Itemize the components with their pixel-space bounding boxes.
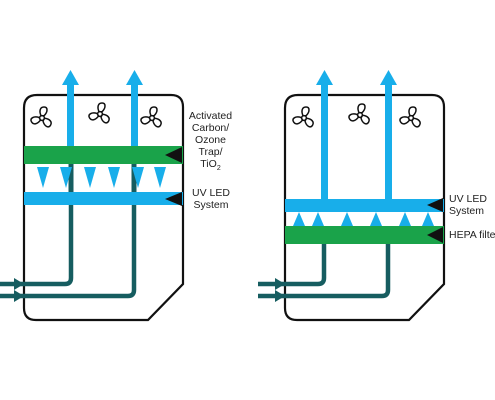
left-carbon-filter-band: [24, 146, 183, 164]
left-exhaust-shaft-1: [67, 83, 74, 146]
left-airflow-arrow: [84, 167, 96, 188]
left-carbon-pointer-icon: [165, 147, 182, 163]
fan-icon: [29, 106, 54, 129]
right-unit: [258, 70, 446, 322]
right-uv-led-label: UV LED System: [449, 193, 487, 217]
right-intake-arrow-upper: [275, 278, 285, 290]
right-exhaust-arrow-2: [380, 70, 397, 85]
right-airflow-arrow: [422, 212, 434, 226]
left-airflow-arrow: [132, 167, 144, 188]
left-uv-led-band: [24, 192, 183, 205]
left-housing-outline: [22, 93, 185, 322]
right-exhaust-shaft-2: [385, 83, 392, 199]
left-airflow-arrow: [108, 167, 120, 188]
left-pipe-segment-1: [68, 164, 74, 192]
left-intake-pipe-inner: [0, 108, 74, 287]
right-airflow-arrow: [341, 212, 353, 226]
fan-icon: [398, 106, 423, 129]
right-uv-led-band: [285, 199, 444, 212]
left-pipe-segment-2: [131, 164, 137, 192]
left-exhaust-arrow-2: [126, 70, 143, 85]
left-uv-led-label: UV LED System: [192, 187, 230, 211]
right-intake-arrow-lower: [275, 290, 285, 302]
right-exhaust-shaft-1: [321, 83, 328, 199]
left-airflow-arrow: [154, 167, 166, 188]
right-hepa-filter-label: HEPA filter: [449, 229, 495, 241]
right-airflow-arrow: [293, 212, 305, 226]
left-airflow-arrow: [37, 167, 49, 188]
left-unit: [0, 70, 185, 322]
fan-icon: [347, 103, 372, 126]
right-uv-pointer-icon: [427, 198, 443, 212]
left-intake-arrow-upper: [14, 278, 24, 290]
right-housing-outline: [283, 93, 446, 322]
right-hepa-filter-band: [285, 226, 444, 244]
left-intake-arrow-lower: [14, 290, 24, 302]
right-airflow-arrow: [312, 212, 324, 226]
right-airflow-arrow: [399, 212, 411, 226]
left-uv-pointer-icon: [165, 192, 182, 206]
left-exhaust-arrow-1: [62, 70, 79, 85]
right-hepa-pointer-icon: [427, 227, 443, 243]
left-carbon-filter-label: Activated Carbon/ Ozone Trap/ TiO2: [188, 110, 233, 173]
right-exhaust-arrow-1: [316, 70, 333, 85]
fan-icon: [139, 106, 164, 129]
fan-icon: [87, 102, 112, 125]
left-intake-pipe-outer: [0, 108, 137, 299]
left-airflow-arrow: [60, 167, 72, 188]
right-intake-pipe-outer: [258, 244, 391, 299]
right-intake-pipe-inner: [258, 244, 327, 287]
fan-icon: [291, 106, 316, 129]
right-airflow-arrow: [370, 212, 382, 226]
left-exhaust-shaft-2: [131, 83, 138, 146]
